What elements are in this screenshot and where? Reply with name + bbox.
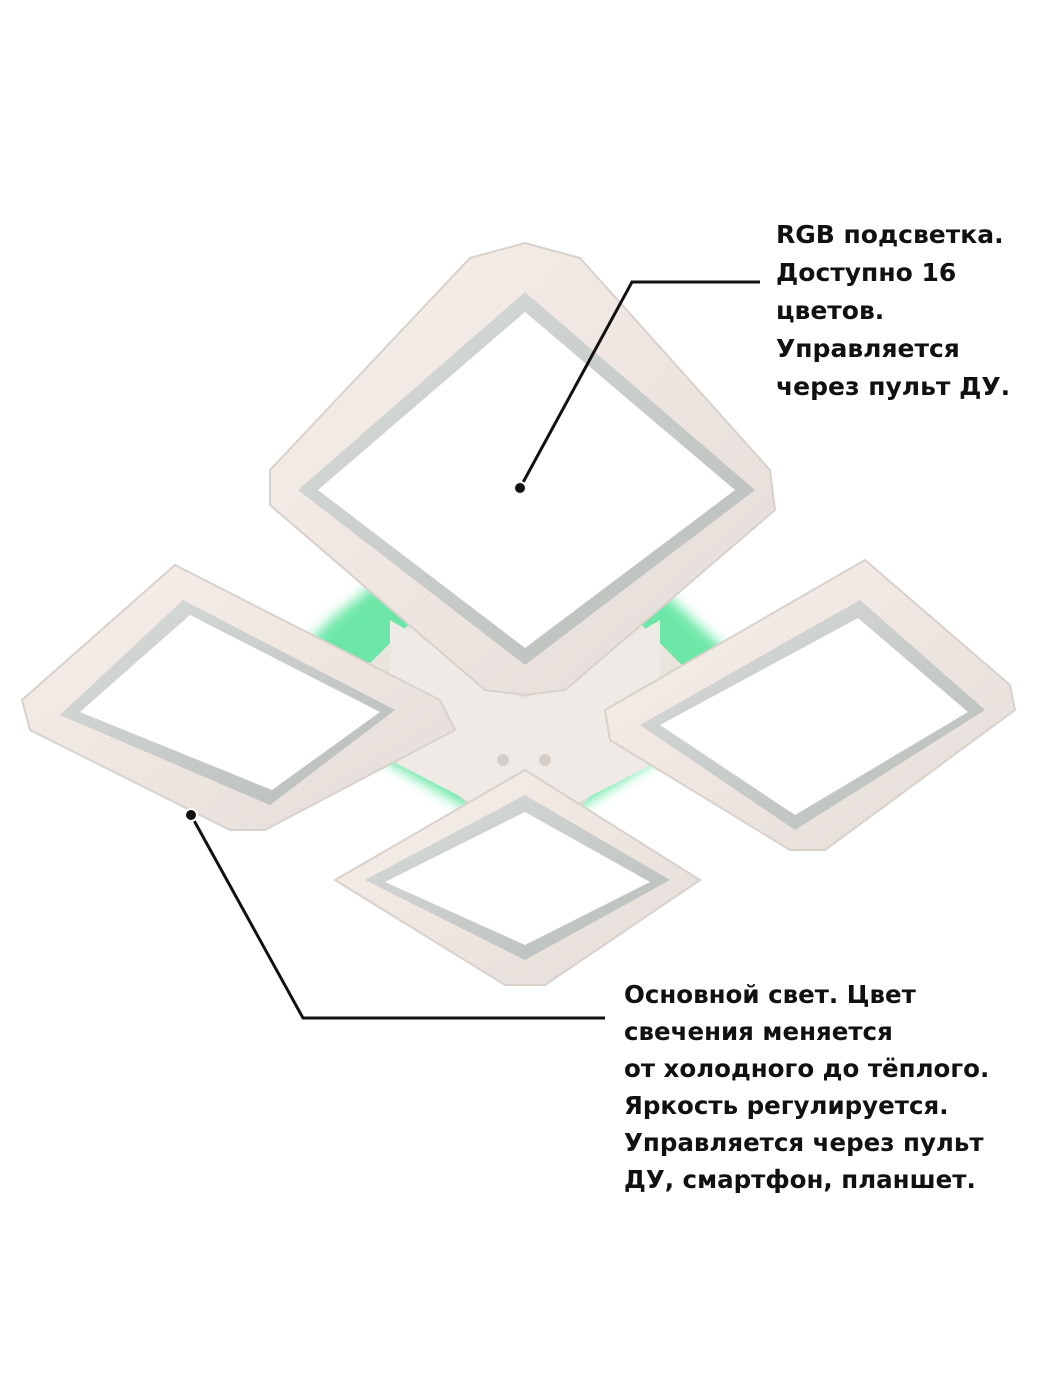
annotation-line: Яркость регулируется. (624, 1091, 949, 1120)
annotation-line: Основной свет. Цвет (624, 980, 916, 1009)
frame-bottom (333, 768, 702, 986)
rgb-backlight-annotation: RGB подсветка. Доступно 16 цветов. Управ… (776, 216, 1010, 406)
frame-left (20, 563, 457, 831)
annotation-line: через пульт ДУ. (776, 372, 1011, 401)
annotation-line: свечения меняется (624, 1017, 893, 1046)
annotation-line: Управляется через пульт (624, 1128, 984, 1157)
annotation-line: RGB подсветка. (776, 220, 1004, 249)
annotation-line: цветов. (776, 296, 885, 325)
annotation-line: Доступно 16 (776, 258, 957, 287)
rgb-leader-line (513, 280, 760, 495)
annotation-line: Управляется (776, 334, 960, 363)
main-light-leader-line (184, 808, 605, 1020)
main-light-annotation: Основной свет. Цвет свечения меняется от… (624, 976, 989, 1198)
annotation-line: ДУ, смартфон, планшет. (624, 1165, 976, 1194)
annotation-line: от холодного до тёплого. (624, 1054, 990, 1083)
frame-right (603, 558, 1017, 851)
